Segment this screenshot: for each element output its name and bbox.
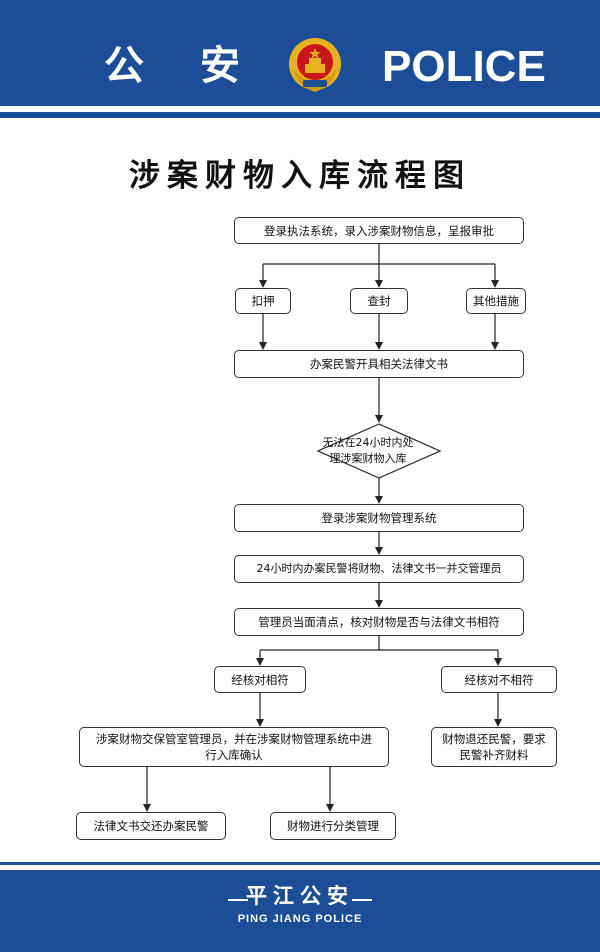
decision-24h: 无法在24小时内处 理涉案财物入库 <box>322 436 414 465</box>
police-emblem-icon <box>289 38 341 92</box>
step-login-management: 登录涉案财物管理系统 <box>234 504 524 532</box>
step-other-measures: 其他措施 <box>466 288 526 314</box>
step-legal-documents: 办案民警开具相关法律文书 <box>234 350 524 378</box>
step-seal: 查封 <box>350 288 408 314</box>
header-right-text: POLICE <box>382 42 546 91</box>
footer-dash-right <box>352 899 372 901</box>
step-detain: 扣押 <box>235 288 291 314</box>
step-login-system: 登录执法系统，录入涉案财物信息，呈报审批 <box>234 217 524 244</box>
step-match: 经核对相符 <box>214 666 306 693</box>
footer-bar <box>0 870 600 952</box>
step-mismatch: 经核对不相符 <box>441 666 557 693</box>
step-docs-return: 法律文书交还办案民警 <box>76 812 226 840</box>
step-classify: 财物进行分类管理 <box>270 812 396 840</box>
step-deliver-storage: 涉案财物交保管室管理员，并在涉案财物管理系统中进行入库确认 <box>79 727 389 767</box>
footer-subtitle: PING JIANG POLICE <box>237 913 363 925</box>
header-left-text: 公安 <box>104 43 296 89</box>
footer-title: 平江公安 <box>246 884 354 908</box>
step-check: 管理员当面清点，核对财物是否与法律文书相符 <box>234 608 524 636</box>
page-title: 涉案财物入库流程图 <box>129 158 471 194</box>
header-divider <box>0 112 600 118</box>
step-handover: 24小时内办案民警将财物、法律文书一并交管理员 <box>234 555 524 583</box>
footer-divider <box>0 862 600 865</box>
step-return-property: 财物退还民警，要求民警补齐财料 <box>431 727 557 767</box>
footer-dash-left <box>228 899 248 901</box>
